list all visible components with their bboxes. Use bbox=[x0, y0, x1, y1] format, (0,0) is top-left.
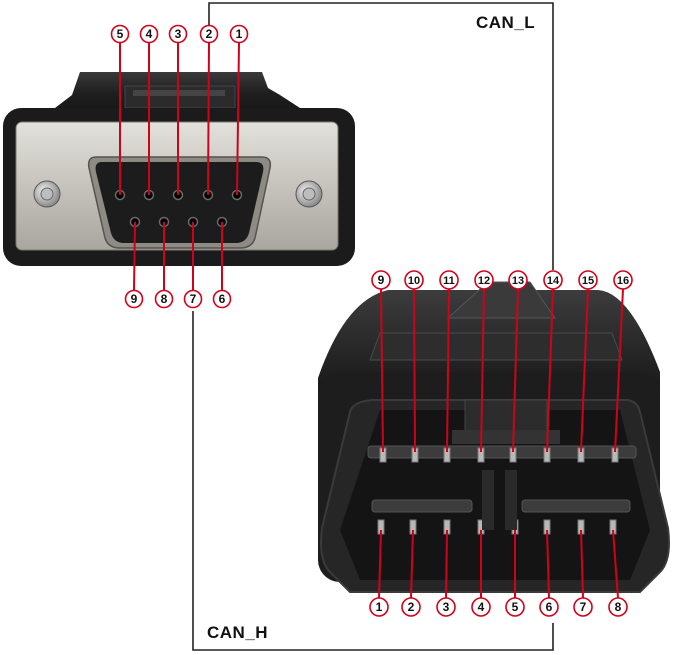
db9-bottom-pin-circle bbox=[154, 289, 174, 309]
obd2-top-pin-leader bbox=[413, 288, 416, 453]
obd2-bottom-pin-leader bbox=[612, 529, 619, 599]
obd2-bottom-pin-leader bbox=[445, 529, 448, 599]
db9-bottom-pin-circle bbox=[212, 289, 232, 309]
obd2-bottom-pin-label: 8 bbox=[615, 600, 622, 614]
obd2-top-pin-label: 11 bbox=[443, 275, 455, 287]
obd2-bottom-pin-circle bbox=[573, 597, 593, 617]
db9-top-pin-circle bbox=[139, 24, 159, 44]
db9-top-pin-leader bbox=[207, 42, 210, 196]
db9-top-pin-circle bbox=[199, 24, 219, 44]
db9-bottom-pin-label: 8 bbox=[161, 292, 168, 306]
obd2-top-pin-circle bbox=[474, 270, 494, 290]
db9-top-pin-label: 4 bbox=[146, 27, 153, 41]
obd2-bottom-pin-leader bbox=[580, 529, 584, 599]
obd2-top-pin-circle bbox=[404, 270, 424, 290]
db9-bottom-pin-circle bbox=[183, 289, 203, 309]
db9-bottom-pin-leader bbox=[133, 221, 136, 291]
obd2-bottom-pin-circle bbox=[471, 597, 491, 617]
db9-top-pin-label: 3 bbox=[175, 27, 182, 41]
obd2-top-pin-label: 16 bbox=[617, 275, 629, 287]
obd2-bottom-pin-label: 4 bbox=[478, 600, 485, 614]
obd2-top-pin-label: 15 bbox=[582, 275, 594, 287]
obd2-top-pin-label: 13 bbox=[512, 275, 524, 287]
db9-top-pin-circle bbox=[229, 24, 249, 44]
obd2-top-pin-leader bbox=[614, 288, 624, 453]
obd2-top-pin-label: 14 bbox=[547, 275, 560, 287]
obd2-bottom-pin-circle bbox=[539, 597, 559, 617]
left-screw-icon bbox=[33, 180, 61, 208]
db9-top-pin-label: 2 bbox=[206, 27, 213, 41]
obd2-bottom-pin-label: 1 bbox=[376, 600, 383, 614]
obd2-top-pin-leader bbox=[380, 288, 384, 453]
db9-top-pin-label: 1 bbox=[236, 27, 243, 41]
can-h-label: CAN_H bbox=[207, 623, 269, 642]
obd2-bottom-pin-label: 3 bbox=[443, 600, 450, 614]
can-l-label: CAN_L bbox=[476, 13, 536, 32]
obd2-bottom-pin-label: 5 bbox=[512, 600, 519, 614]
can-h-wire bbox=[192, 311, 554, 651]
obd2-bottom-pin-label: 7 bbox=[580, 600, 587, 614]
db9-bottom-pin-label: 7 bbox=[190, 292, 197, 306]
db9-top-pin-circle bbox=[110, 24, 130, 44]
obd2-top-pin-leader bbox=[480, 288, 485, 453]
obd2-top-pin-circle bbox=[578, 270, 598, 290]
obd2-bottom-pin-circle bbox=[608, 597, 628, 617]
obd2-top-pin-label: 9 bbox=[378, 273, 385, 287]
db9-bottom-pin-label: 6 bbox=[219, 292, 226, 306]
obd2-top-pin-leader bbox=[446, 288, 450, 453]
obd2-bottom-pin-label: 2 bbox=[408, 600, 415, 614]
obd2-top-pin-circle bbox=[439, 270, 459, 290]
obd2-top-pin-circle bbox=[371, 270, 391, 290]
obd2-bottom-pin-circle bbox=[436, 597, 456, 617]
can-l-wire bbox=[208, 2, 554, 270]
obd2-bottom-pin-circle bbox=[369, 597, 389, 617]
obd2-bottom-pin-circle bbox=[401, 597, 421, 617]
obd2-bottom-pin-leader bbox=[546, 529, 550, 599]
obd2-top-pin-leader bbox=[580, 288, 589, 453]
db9-top-pin-leader bbox=[236, 42, 240, 196]
obd2-top-pin-circle bbox=[508, 270, 528, 290]
obd2-bottom-pin-leader bbox=[410, 529, 414, 599]
obd2-top-pin-label: 10 bbox=[408, 275, 420, 287]
obd2-top-pin-leader bbox=[546, 288, 554, 453]
obd2-top-pin-label: 12 bbox=[478, 275, 490, 287]
obd2-bottom-pin-circle bbox=[505, 597, 525, 617]
obd2-top-pin-circle bbox=[613, 270, 633, 290]
obd2-bottom-pin-leader bbox=[378, 529, 382, 599]
obd2-top-pin-leader bbox=[512, 288, 519, 453]
db9-top-pin-label: 5 bbox=[117, 27, 124, 41]
obd2-top-pin-circle bbox=[543, 270, 563, 290]
db9-bottom-pin-label: 9 bbox=[131, 292, 138, 306]
obd2-bottom-pin-label: 6 bbox=[546, 600, 553, 614]
db9-bottom-pin-circle bbox=[124, 289, 144, 309]
right-screw-icon bbox=[295, 180, 323, 208]
db9-top-pin-circle bbox=[168, 24, 188, 44]
